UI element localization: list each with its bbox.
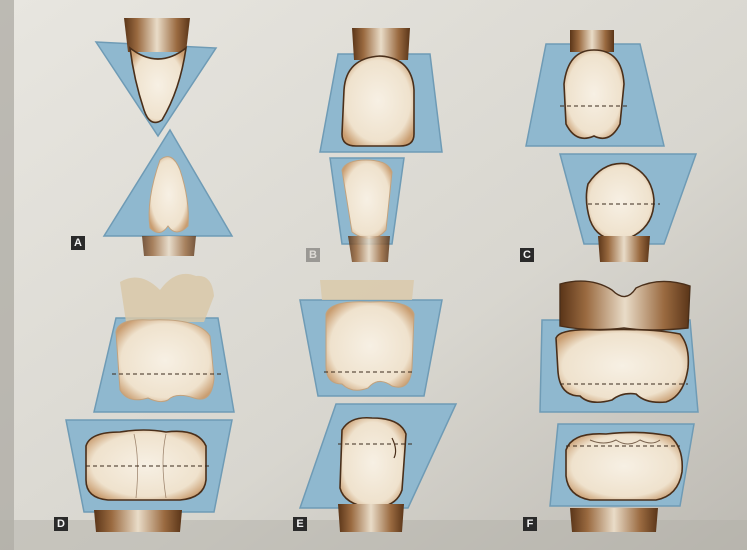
panel-label-a: A: [71, 236, 85, 250]
panel-label-b: B: [306, 248, 320, 262]
panel-c-tooth-bottom: [586, 163, 654, 240]
panel-label-c: C: [520, 248, 534, 262]
panel-f: [540, 281, 698, 532]
panel-c-tooth-top: [564, 50, 624, 138]
panel-label-f: F: [523, 517, 537, 531]
panel-c-root-top: [570, 30, 614, 52]
panel-f-tooth-bottom: [566, 432, 682, 500]
panel-label-d: D: [54, 517, 68, 531]
panel-e-tooth-bottom: [340, 418, 406, 508]
panel-label-e: E: [293, 517, 307, 531]
panel-d-tooth-bottom: [86, 430, 206, 500]
panel-f-tooth-top: [556, 330, 688, 403]
panel-a-root-top: [124, 18, 190, 52]
panel-b-tooth-top: [342, 56, 414, 146]
panel-e-roots: [320, 280, 414, 300]
left-page-shadow: [0, 0, 14, 550]
panel-d-tooth-top: [116, 320, 214, 402]
panel-e-tooth-top: [326, 302, 414, 391]
panel-b-root-top: [352, 28, 410, 60]
